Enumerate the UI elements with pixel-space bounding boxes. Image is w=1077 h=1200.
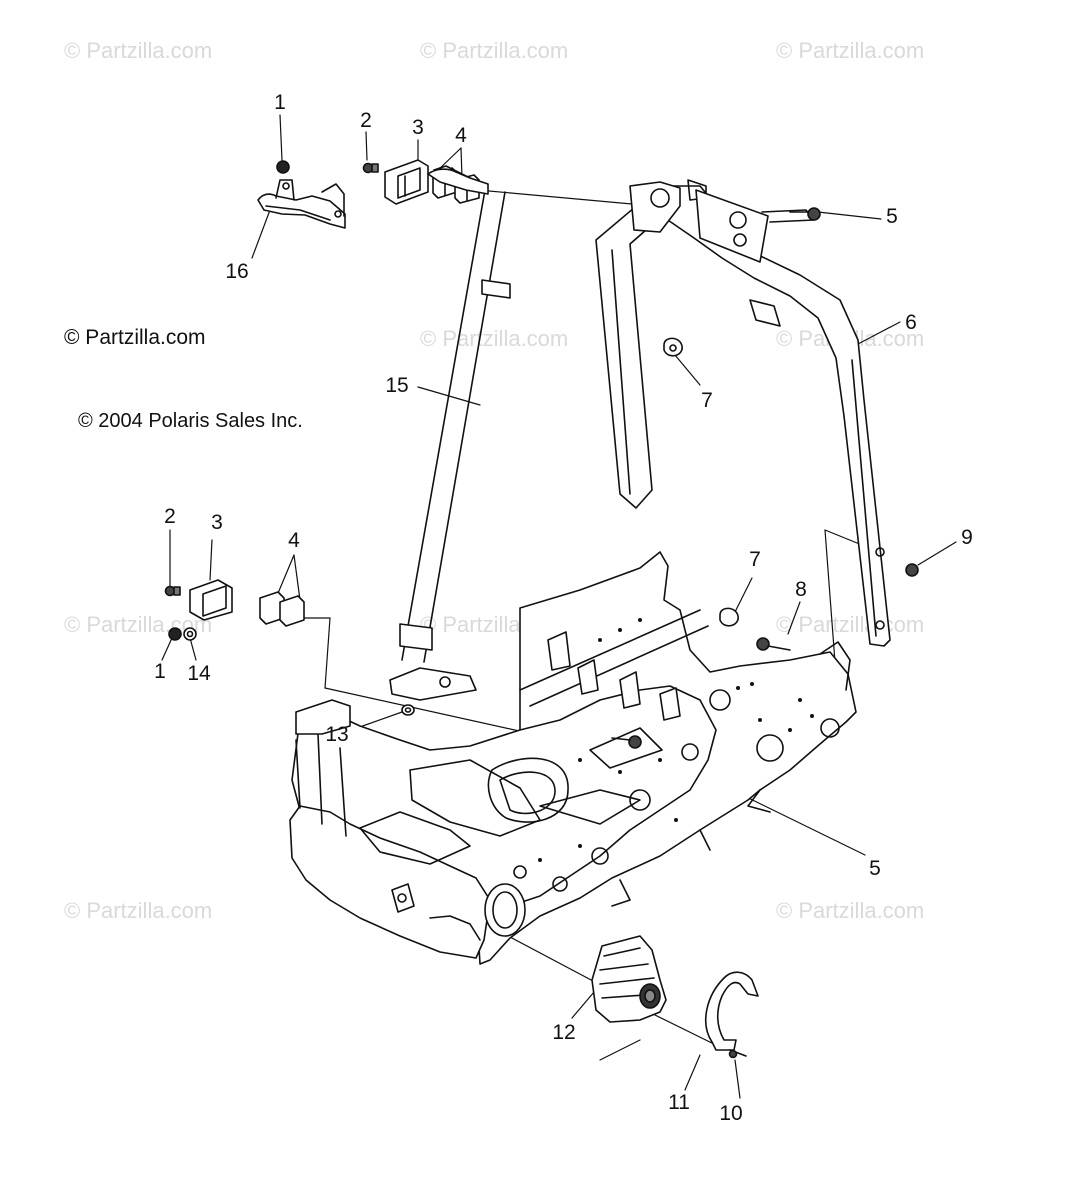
bracket-part-16 xyxy=(257,179,346,229)
watermark: © Partzilla.com xyxy=(420,326,569,351)
bolt-part-8 xyxy=(756,637,791,651)
callout-label: 4 xyxy=(288,529,300,552)
watermark: © Partzilla.com xyxy=(64,898,213,923)
callout-label: 16 xyxy=(225,260,249,283)
callout-label: 2 xyxy=(164,505,176,528)
callout-label: 8 xyxy=(795,578,807,601)
clamp-part-3 xyxy=(384,159,429,205)
watermark: © Partzilla.com xyxy=(776,38,925,63)
screw-part-10 xyxy=(728,1049,747,1059)
callout-label: 5 xyxy=(869,857,881,880)
callout-label: 1 xyxy=(274,91,286,114)
callout-label: 7 xyxy=(749,548,761,571)
washer-part-13 xyxy=(401,704,415,716)
polaris-copyright: © 2004 Polaris Sales Inc. xyxy=(78,410,303,432)
clip-part-7 xyxy=(663,337,683,357)
callout-label: 4 xyxy=(455,124,467,147)
callout-label: 13 xyxy=(325,723,349,746)
watermark: © Partzilla.com xyxy=(776,612,925,637)
chassis-frame xyxy=(289,551,857,965)
callout-label: 5 xyxy=(886,205,898,228)
partzilla-copyright: © Partzilla.com xyxy=(64,326,206,349)
callout-label: 11 xyxy=(668,1091,690,1114)
nut-part-1 xyxy=(276,160,290,174)
nut-part-9 xyxy=(905,563,919,577)
nut-part-1-lower xyxy=(168,627,182,641)
callout-label: 14 xyxy=(187,662,211,685)
steering-column-part-15 xyxy=(389,165,511,701)
callout-label: 7 xyxy=(701,389,713,412)
callout-label: 10 xyxy=(719,1102,743,1125)
bolt-part-2 xyxy=(362,162,379,174)
bolt-part-5 xyxy=(789,207,821,221)
bushing-part-4-lower xyxy=(259,591,305,627)
callout-label: 6 xyxy=(905,311,917,334)
boot-part-12 xyxy=(591,935,667,1023)
callout-label: 15 xyxy=(385,374,409,397)
callout-label: 12 xyxy=(552,1021,576,1044)
callout-label: 1 xyxy=(154,660,166,683)
watermark: © Partzilla.com xyxy=(420,38,569,63)
clamp-part-3-lower xyxy=(189,579,233,621)
callout-label: 2 xyxy=(360,109,372,132)
roll-bar-part-6 xyxy=(595,179,891,647)
callout-label: 9 xyxy=(961,526,973,549)
washer-part-14 xyxy=(183,627,197,641)
callout-label: 3 xyxy=(211,511,223,534)
callout-label: 3 xyxy=(412,116,424,139)
bolt-part-2-lower xyxy=(164,585,181,597)
retainer-part-11 xyxy=(704,971,759,1051)
clip-part-7-lower xyxy=(719,607,739,627)
watermark: © Partzilla.com xyxy=(64,38,213,63)
watermark: © Partzilla.com xyxy=(776,898,925,923)
